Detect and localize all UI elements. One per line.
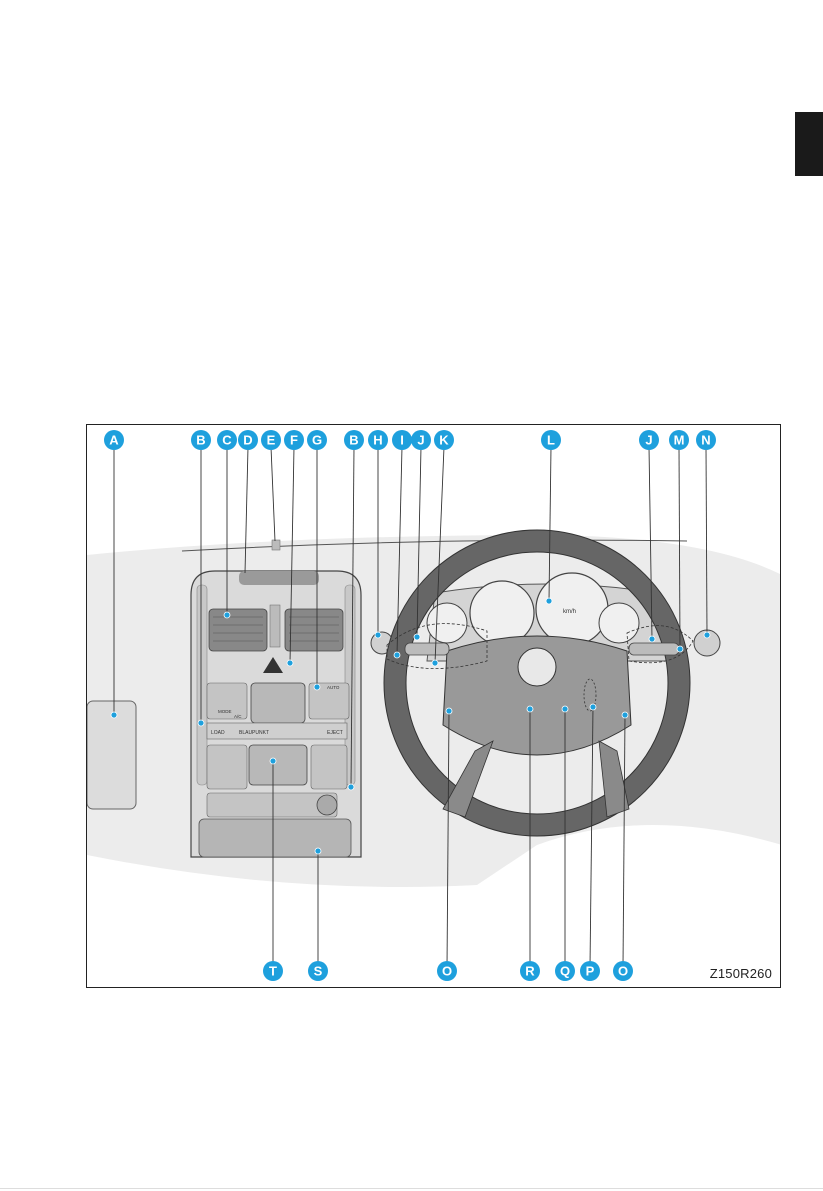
section-tab xyxy=(795,112,823,176)
callout-letter-r: R xyxy=(525,964,535,979)
callout-letter-o: O xyxy=(442,964,452,979)
callout-letter-p: P xyxy=(586,964,595,979)
callout-letter-c: C xyxy=(222,433,232,448)
radio-load-label: LOAD xyxy=(211,730,225,736)
left-gauge xyxy=(427,603,467,643)
vent-left xyxy=(209,609,267,651)
figure-code: Z150R260 xyxy=(710,966,772,981)
callout-letter-n: N xyxy=(701,433,710,448)
callout-letter-b: B xyxy=(196,433,205,448)
tachometer xyxy=(470,581,534,645)
storage-tray xyxy=(199,819,351,857)
right-gauge xyxy=(599,603,639,643)
wiper-stalk xyxy=(629,643,679,655)
radio-brand-label: BLAUPUNKT xyxy=(239,730,269,736)
callout-letter-a: A xyxy=(109,433,119,448)
callout-letter-s: S xyxy=(314,964,323,979)
radio-strip xyxy=(207,723,347,739)
climate-display xyxy=(251,683,305,723)
callout-letter-e: E xyxy=(267,433,276,448)
radio-eject-label: EJECT xyxy=(327,730,343,736)
callout-letter-t: T xyxy=(269,964,277,979)
callout-letter-j: J xyxy=(645,433,652,448)
radio-display xyxy=(249,745,307,785)
callout-letter-m: M xyxy=(674,433,685,448)
dashboard-figure: MODE A/C AUTO LOAD BLAUPUNKT EJECT km/h xyxy=(86,424,781,988)
dashboard-diagram: MODE A/C AUTO LOAD BLAUPUNKT EJECT km/h xyxy=(87,425,781,988)
vent-top-d xyxy=(239,571,319,585)
callout-letter-b: B xyxy=(349,433,358,448)
callout-letter-f: F xyxy=(290,433,298,448)
vent-slider xyxy=(270,605,280,647)
callout-letter-h: H xyxy=(373,433,382,448)
climate-auto-label: AUTO xyxy=(327,685,340,690)
callout-letter-i: I xyxy=(400,433,404,448)
callout-letter-l: L xyxy=(547,433,555,448)
horn-pad xyxy=(518,648,556,686)
callout-letter-q: Q xyxy=(560,964,570,979)
callout-letter-j: J xyxy=(417,433,424,448)
climate-mode-label: MODE xyxy=(218,709,232,714)
radio-right-buttons xyxy=(311,745,347,789)
volume-knob xyxy=(317,795,337,815)
callout-letter-o: O xyxy=(618,964,628,979)
page-bottom-rule xyxy=(0,1188,823,1189)
vent-right xyxy=(285,609,343,651)
radio-left-buttons xyxy=(207,745,247,789)
sensor-e xyxy=(272,540,280,550)
speed-unit-label: km/h xyxy=(563,609,576,615)
callout-letter-k: K xyxy=(439,433,449,448)
callout-letter-g: G xyxy=(312,433,322,448)
callout-letter-d: D xyxy=(243,433,252,448)
console-left-strip xyxy=(197,585,207,785)
turn-signal-stalk xyxy=(405,643,449,655)
climate-ac-label: A/C xyxy=(234,714,242,719)
